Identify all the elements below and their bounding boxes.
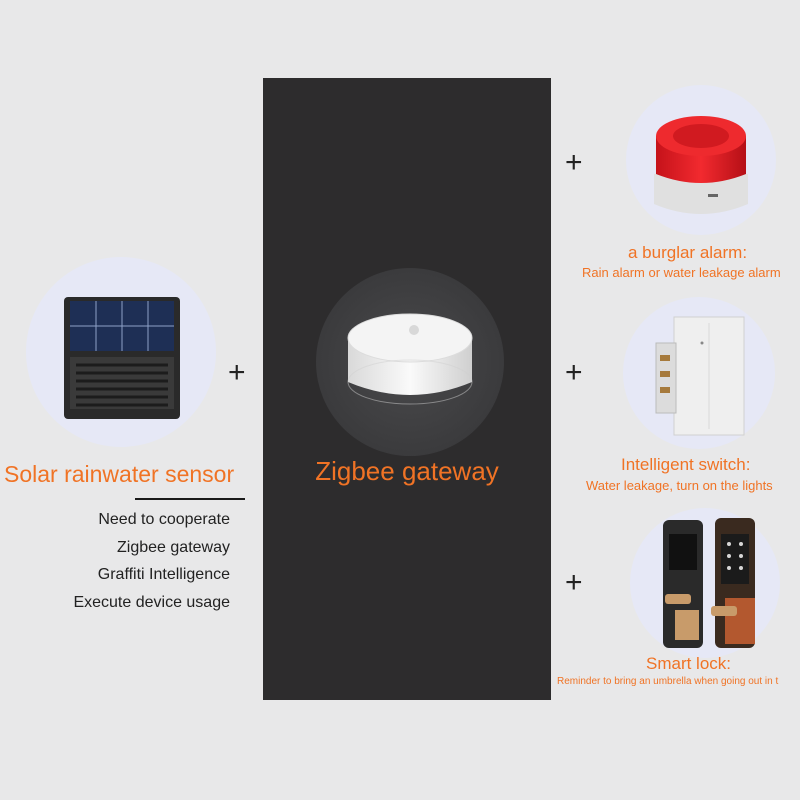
gateway-title: Zigbee gateway bbox=[315, 456, 499, 486]
alarm-title: a burglar alarm: bbox=[628, 243, 748, 262]
solar-sensor-icon bbox=[64, 297, 180, 419]
wall-switch-icon bbox=[655, 316, 745, 436]
smart-lock-icon bbox=[663, 518, 755, 648]
plus-icon-left: + bbox=[228, 356, 246, 389]
note-line: Need to cooperate bbox=[98, 511, 230, 528]
switch-title: Intelligent switch: bbox=[621, 455, 751, 474]
plus-icon: + bbox=[565, 356, 583, 389]
lock-title: Smart lock: bbox=[646, 654, 732, 673]
note-line: Graffiti Intelligence bbox=[97, 566, 230, 583]
plus-icon: + bbox=[565, 566, 583, 599]
zigbee-hub-icon bbox=[347, 313, 473, 405]
siren-icon bbox=[654, 116, 748, 214]
note-line: Zigbee gateway bbox=[117, 539, 230, 556]
alarm-subtitle: Rain alarm or water leakage alarm bbox=[582, 265, 781, 280]
plus-icon: + bbox=[565, 146, 583, 179]
switch-subtitle: Water leakage, turn on the lights bbox=[586, 478, 773, 493]
divider bbox=[135, 498, 245, 500]
solar-title: Solar rainwater sensor bbox=[4, 461, 235, 487]
lock-subtitle: Reminder to bring an umbrella when going… bbox=[557, 676, 779, 687]
note-line: Execute device usage bbox=[73, 594, 230, 611]
